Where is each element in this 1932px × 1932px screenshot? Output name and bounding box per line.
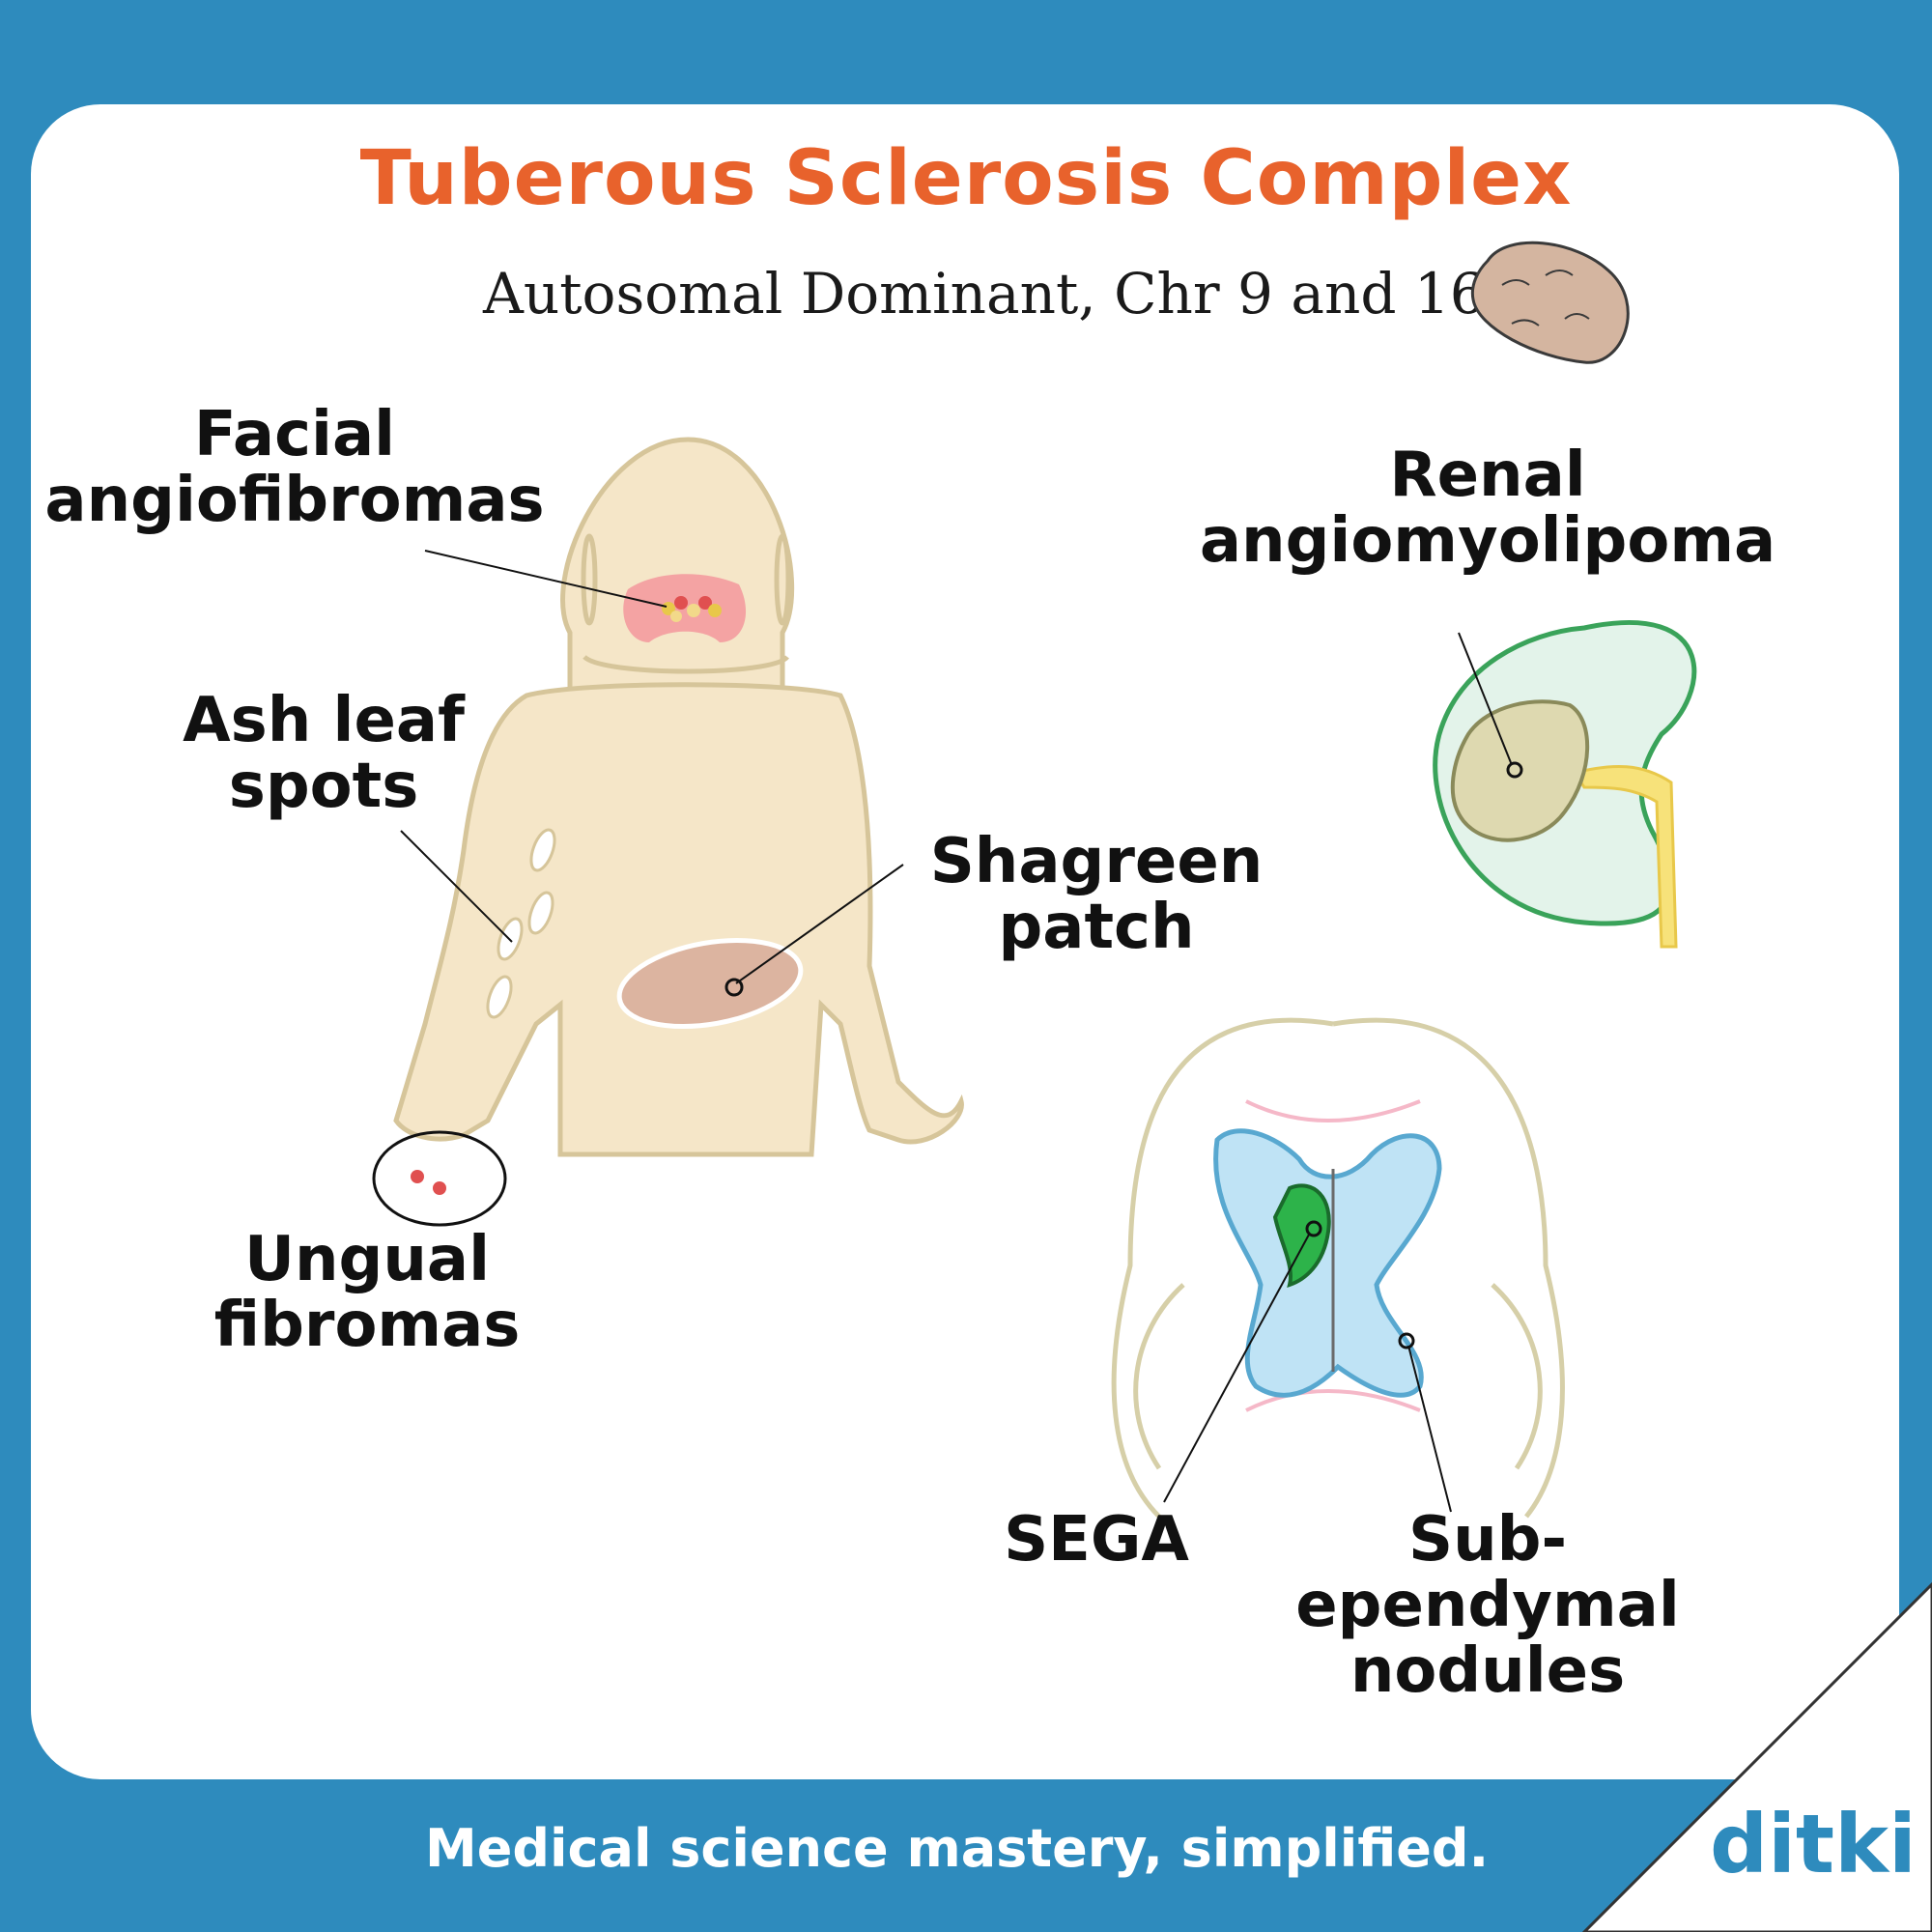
kidney	[1433, 620, 1697, 949]
leader-lines	[400, 550, 1513, 1513]
brand-logo: ditki	[1710, 1797, 1917, 1891]
page-title: Tuberous Sclerosis Complex	[359, 135, 1573, 222]
facial-rash	[623, 574, 747, 642]
potato-icon	[1470, 241, 1630, 364]
shagreen-patch	[616, 937, 804, 1030]
corner-fold	[1581, 1581, 1932, 1932]
footer-tagline: Medical science mastery, simplified.	[425, 1818, 1490, 1879]
brain-section	[1111, 1017, 1565, 1519]
ungual-fibroma-highlight	[372, 1130, 507, 1227]
content-card	[31, 104, 1899, 1779]
inheritance-subtitle: Autosomal Dominant, Chr 9 and 16	[483, 261, 1486, 327]
label-sega: SEGA	[1004, 1504, 1189, 1576]
